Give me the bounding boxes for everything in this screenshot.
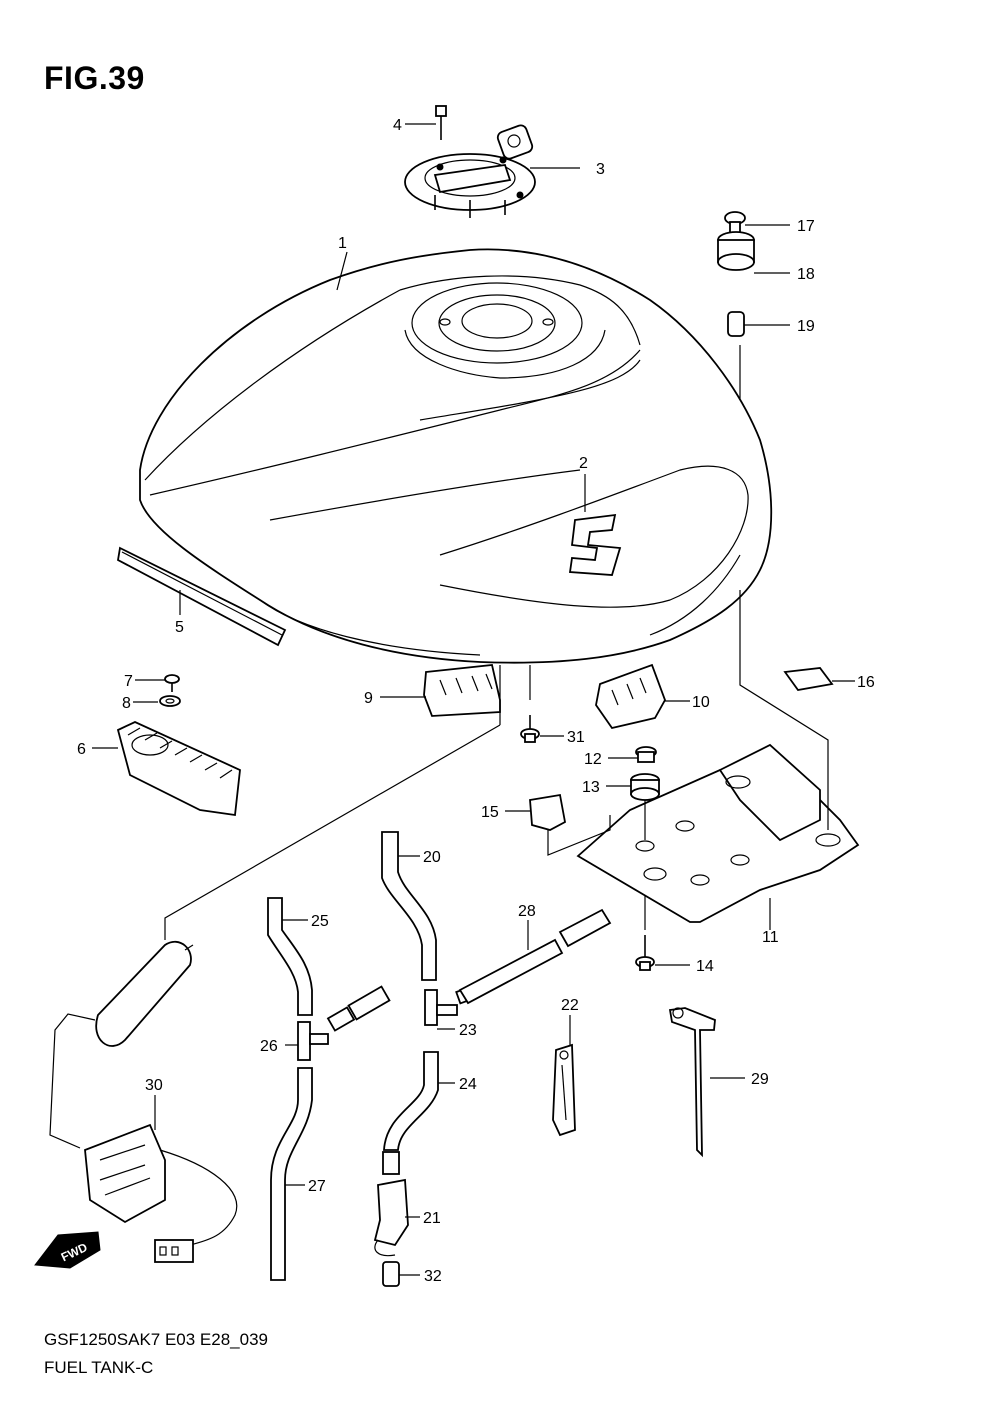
grommet[interactable] bbox=[630, 773, 660, 801]
callout-31[interactable]: 31 bbox=[567, 729, 585, 746]
bolt-31[interactable] bbox=[520, 715, 540, 743]
callout-22[interactable]: 22 bbox=[561, 997, 579, 1014]
rubber-mount[interactable] bbox=[116, 721, 241, 817]
washer[interactable] bbox=[159, 695, 181, 707]
callout-16[interactable]: 16 bbox=[857, 674, 875, 691]
hose-28[interactable] bbox=[458, 908, 612, 1005]
hose-25[interactable] bbox=[267, 897, 313, 1016]
callout-17[interactable]: 17 bbox=[797, 218, 815, 235]
callout-14[interactable]: 14 bbox=[696, 958, 714, 975]
section-name: FUEL TANK-C bbox=[44, 1358, 154, 1377]
callout-32[interactable]: 32 bbox=[424, 1268, 442, 1285]
cushion-strip[interactable] bbox=[117, 546, 287, 647]
callout-8[interactable]: 8 bbox=[122, 695, 131, 712]
callout-4[interactable]: 4 bbox=[393, 117, 402, 134]
screw[interactable] bbox=[164, 674, 180, 692]
callout-12[interactable]: 12 bbox=[584, 751, 602, 768]
callout-13[interactable]: 13 bbox=[582, 779, 600, 796]
callout-21[interactable]: 21 bbox=[423, 1210, 441, 1227]
figure-title: FIG.39 bbox=[44, 60, 145, 96]
hose-20[interactable] bbox=[381, 831, 437, 981]
callout-26[interactable]: 26 bbox=[260, 1038, 278, 1055]
callout-20[interactable]: 20 bbox=[423, 849, 441, 866]
tank-emblem[interactable] bbox=[568, 513, 622, 576]
callout-15[interactable]: 15 bbox=[481, 804, 499, 821]
clip-22[interactable] bbox=[552, 1043, 576, 1137]
callout-25[interactable]: 25 bbox=[311, 913, 329, 930]
callout-24[interactable]: 24 bbox=[459, 1076, 477, 1093]
damper-18[interactable] bbox=[717, 231, 755, 271]
tank-cushion-rear[interactable] bbox=[595, 663, 666, 730]
drain-tube-29[interactable] bbox=[668, 1007, 716, 1158]
callout-5[interactable]: 5 bbox=[175, 619, 184, 636]
cap-bolt[interactable] bbox=[435, 105, 447, 140]
model-code: GSF1250SAK7 E03 E28_039 bbox=[44, 1330, 268, 1349]
callout-7[interactable]: 7 bbox=[124, 673, 133, 690]
collar-32[interactable] bbox=[382, 1261, 400, 1287]
fuel-tank[interactable] bbox=[139, 248, 773, 664]
callout-labels: 1 2 3 4 5 6 7 8 9 10 11 12 13 14 15 16 1… bbox=[77, 117, 875, 1285]
callout-1[interactable]: 1 bbox=[338, 235, 347, 252]
fuel-cap[interactable] bbox=[404, 124, 536, 218]
hose-27[interactable] bbox=[270, 1067, 313, 1281]
joint-26[interactable] bbox=[297, 985, 391, 1061]
callout-3[interactable]: 3 bbox=[596, 161, 605, 178]
callout-30[interactable]: 30 bbox=[145, 1077, 163, 1094]
fwd-arrow-icon: FWD bbox=[34, 1231, 101, 1269]
callout-9[interactable]: 9 bbox=[364, 690, 373, 707]
callout-29[interactable]: 29 bbox=[751, 1071, 769, 1088]
callout-28[interactable]: 28 bbox=[518, 903, 536, 920]
hose-24[interactable] bbox=[382, 1051, 439, 1175]
callout-10[interactable]: 10 bbox=[692, 694, 710, 711]
pad[interactable] bbox=[783, 667, 834, 691]
tank-cushion-front[interactable] bbox=[423, 664, 501, 717]
fuel-level-gauge[interactable] bbox=[49, 940, 238, 1263]
cushion-block[interactable] bbox=[529, 793, 567, 831]
collar-19[interactable] bbox=[727, 311, 745, 337]
callout-19[interactable]: 19 bbox=[797, 318, 815, 335]
callout-2[interactable]: 2 bbox=[579, 455, 588, 472]
tank-bracket-plate[interactable] bbox=[576, 743, 860, 923]
leader-lines bbox=[92, 123, 855, 1276]
callout-27[interactable]: 27 bbox=[308, 1178, 326, 1195]
bracket-bolt[interactable] bbox=[635, 935, 655, 971]
callout-11[interactable]: 11 bbox=[762, 929, 779, 946]
collar[interactable] bbox=[635, 746, 657, 763]
callout-18[interactable]: 18 bbox=[797, 266, 815, 283]
clamp-21[interactable] bbox=[373, 1178, 409, 1257]
callout-6[interactable]: 6 bbox=[77, 741, 86, 758]
callout-23[interactable]: 23 bbox=[459, 1022, 477, 1039]
